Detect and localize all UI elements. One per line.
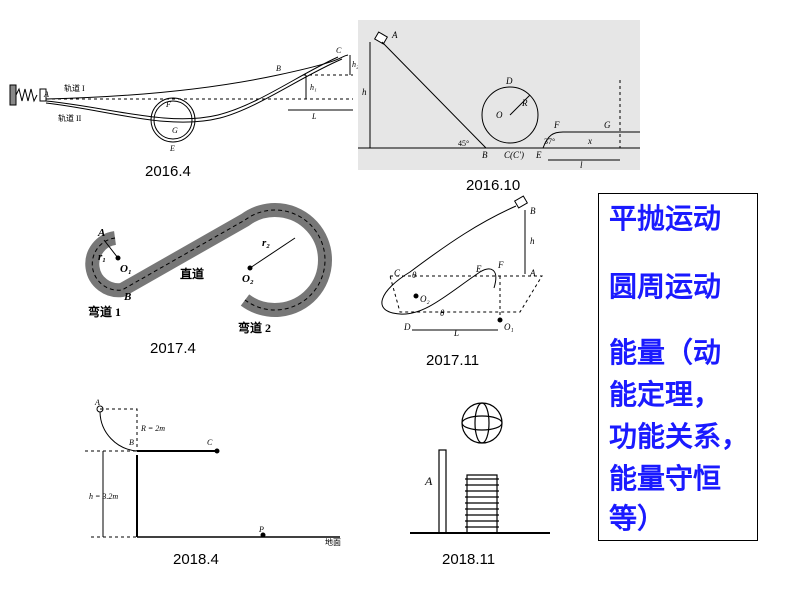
topic-summary-panel: 平抛运动 圆周运动 能量（动 能定理， 功能关系， 能量守恒 等）: [598, 193, 758, 541]
fig1-label-A: A: [43, 90, 49, 99]
fig5-label-B: B: [129, 438, 134, 447]
fig3-label-r2: r₂: [262, 237, 270, 249]
figure-2017-4: A B O₁ O₂ r₁ r₂ 直道 弯道 1 弯道 2: [85, 203, 332, 335]
fig4-label-F: F: [497, 260, 504, 270]
fig3-bend2: 弯道 2: [238, 320, 271, 335]
fig4-label-A: A: [529, 268, 536, 278]
fig1-label-B: B: [276, 64, 281, 73]
fig5-label-P: P: [258, 525, 264, 534]
fig1-track1: 轨道 I: [64, 83, 85, 93]
fig2-label-A: A: [391, 30, 398, 40]
fig1-label-L: L: [311, 112, 317, 121]
fig1-label-E: E: [169, 144, 175, 153]
fig1-label-F: F: [165, 100, 171, 109]
fig5-label-R: R = 2m: [140, 424, 165, 433]
fig2-label-E: E: [535, 150, 542, 160]
figure-2017-11: B C θ E F A h O₂ D θ L O₁: [381, 195, 543, 338]
fig4-label-L: L: [453, 328, 459, 338]
fig2-label-CC: C(C′): [504, 150, 524, 160]
figure-2018-11: A: [410, 402, 550, 534]
fig2-label-h: h: [362, 87, 367, 97]
figure-2016-10: A h D R O B C(C′) E F G x l 45° 37°: [358, 20, 640, 170]
fig2-label-37: 37°: [544, 137, 555, 146]
fig4-label-C: C: [394, 268, 401, 278]
fig4-label-O1: O₁: [504, 322, 514, 332]
caption-2016-10: 2016.10: [466, 177, 521, 194]
fig2-label-F: F: [553, 120, 560, 130]
topic-line-5: 功能关系，: [609, 420, 750, 453]
fig1-label-G: G: [172, 126, 178, 135]
fig4-label-O2: O₂: [420, 294, 430, 304]
fig5-label-A: A: [94, 398, 100, 407]
fig2-label-l: l: [580, 160, 583, 170]
caption-2018-11: 2018.11: [442, 551, 496, 568]
fig2-label-R: R: [521, 98, 528, 108]
fig2-label-D: D: [505, 76, 513, 86]
fig2-label-45: 45°: [458, 139, 469, 148]
fig6-label-A: A: [424, 474, 433, 488]
topic-line-7: 等）: [609, 502, 666, 535]
fig4-label-B: B: [530, 206, 536, 216]
fig3-label-B: B: [123, 291, 131, 303]
fig2-label-G: G: [604, 120, 611, 130]
fig1-label-h1: h₁: [310, 83, 317, 92]
fig4-label-D: D: [403, 322, 411, 332]
fig3-label-O2: O₂: [242, 273, 254, 285]
fig5-ground: 地面: [325, 537, 341, 547]
fig4-label-E: E: [475, 264, 482, 274]
topic-line-3: 能量（动: [609, 336, 722, 369]
topic-line-6: 能量守恒: [609, 462, 722, 495]
topic-line-1: 平抛运动: [609, 202, 722, 235]
caption-2018-4: 2018.4: [173, 551, 219, 568]
topic-line-4: 能定理，: [609, 378, 722, 411]
fig2-label-x: x: [587, 136, 592, 146]
fig3-label-A: A: [97, 227, 105, 239]
caption-2017-4: 2017.4: [150, 340, 196, 357]
fig5-label-C: C: [207, 438, 213, 447]
fig1-label-h2: h₂: [352, 60, 359, 69]
fig2-label-B: B: [482, 150, 488, 160]
fig3-label-O1: O₁: [120, 263, 132, 275]
fig3-straight: 直道: [180, 266, 204, 281]
fig2-label-O: O: [496, 110, 503, 120]
fig3-bend1: 弯道 1: [88, 304, 121, 319]
fig3-label-r1: r₁: [98, 251, 106, 263]
fig4-label-theta1: θ: [412, 270, 417, 280]
fig5-label-h: h = 3.2m: [89, 492, 118, 501]
fig4-label-theta2: θ: [440, 308, 445, 318]
figure-2018-4: A R = 2m B C h = 3.2m P 地面: [85, 398, 341, 547]
caption-2017-11: 2017.11: [426, 352, 480, 369]
fig1-label-C: C: [336, 46, 342, 55]
topic-line-2: 圆周运动: [609, 270, 722, 303]
fig1-track2: 轨道 II: [58, 113, 82, 123]
figure-2016-4: A B C E F G h₁ h₂ L 轨道 I 轨道 II: [9, 46, 359, 153]
fig4-label-h: h: [530, 236, 535, 246]
caption-2016-4: 2016.4: [145, 163, 191, 180]
